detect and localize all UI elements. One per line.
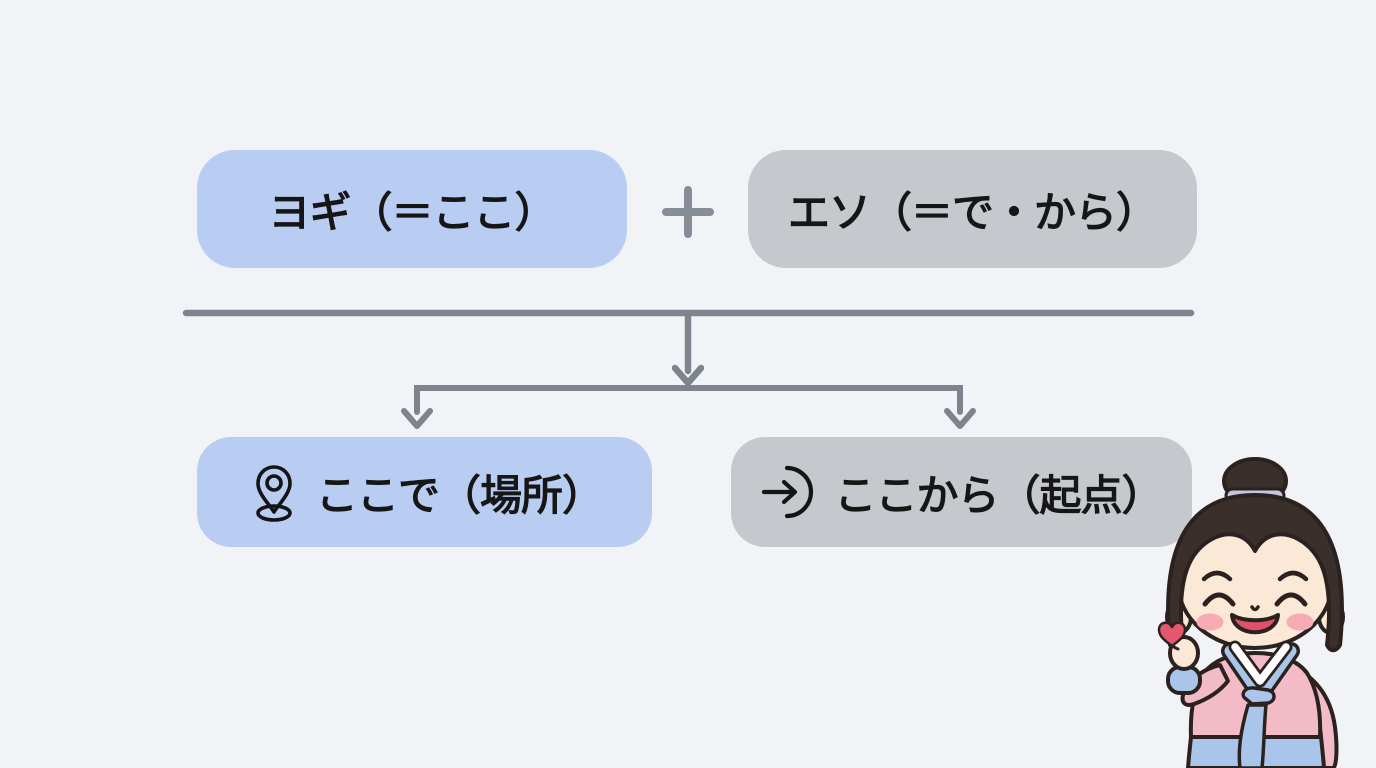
plus-icon (656, 180, 720, 244)
mascot-hand (1168, 635, 1200, 671)
box-yogi: ヨギ（＝ここ） (197, 150, 627, 268)
box-koko-de: ここで（場所） (197, 437, 652, 547)
box-koko-kara-label: ここから（起点） (834, 470, 1163, 520)
mascot-heart-icon (1157, 621, 1187, 648)
box-eso: エソ（＝で・から） (748, 150, 1197, 268)
mascot-hair (1166, 493, 1344, 653)
box-eso-label: エソ（＝で・から） (787, 187, 1158, 237)
location-pin-icon (256, 465, 292, 522)
mascot-mouth (1230, 613, 1280, 635)
box-koko-de-label: ここで（場所） (315, 470, 604, 520)
box-koko-kara: ここから（起点） (731, 437, 1192, 547)
arrow-departure-icon (762, 465, 814, 519)
box-yogi-label: ヨギ（＝ここ） (268, 187, 556, 237)
hanbok-girl-mascot (1157, 457, 1345, 768)
